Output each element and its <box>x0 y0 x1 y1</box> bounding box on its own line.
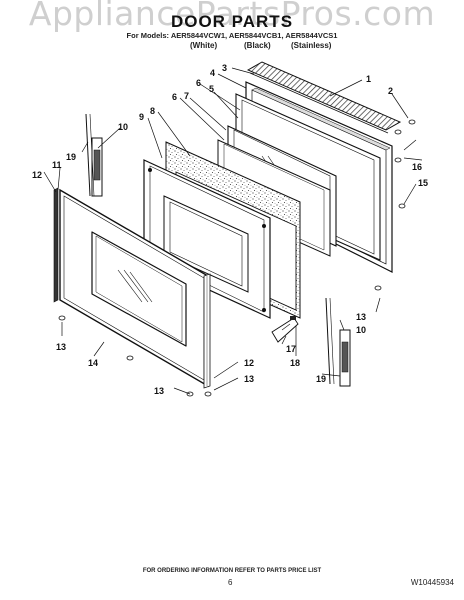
door-vent-trim <box>246 61 402 134</box>
bottom-trim <box>203 273 211 389</box>
door-bracket <box>271 316 299 343</box>
callout-8: 8 <box>150 106 155 116</box>
callout-13-right: 13 <box>356 312 366 322</box>
callout-17: 17 <box>286 344 296 354</box>
document-number: W10445934 <box>410 578 454 587</box>
callout-19-left: 19 <box>66 152 76 162</box>
callout-10-left: 10 <box>118 122 128 132</box>
callout-16: 16 <box>412 162 422 172</box>
callout-labels: 1 2 3 4 5 6 7 6 8 9 10 19 11 12 16 15 13… <box>32 63 428 396</box>
variant-white: (White) <box>190 41 218 50</box>
callout-5: 5 <box>209 84 214 94</box>
callout-1: 1 <box>366 74 371 84</box>
callout-3: 3 <box>222 63 227 73</box>
screws <box>58 119 416 397</box>
callout-19-right: 19 <box>316 374 326 384</box>
callout-15: 15 <box>418 178 428 188</box>
callout-18: 18 <box>290 358 300 368</box>
callout-11: 11 <box>52 160 62 170</box>
variant-black: (Black) <box>244 41 271 50</box>
callout-2: 2 <box>388 86 393 96</box>
ordering-note: FOR ORDERING INFORMATION REFER TO PARTS … <box>142 568 322 574</box>
callout-13-bottom-right: 13 <box>244 374 254 384</box>
callout-12-right: 12 <box>244 358 254 368</box>
callout-14: 14 <box>88 358 98 368</box>
callout-6-upper: 6 <box>196 78 201 88</box>
callout-10-right: 10 <box>356 325 366 335</box>
variant-stainless: (Stainless) <box>291 41 332 50</box>
watermark: AppliancePartsPros.com <box>28 0 436 33</box>
left-side-trim <box>53 187 59 303</box>
page-title: DOOR PARTS <box>170 12 294 31</box>
variant-labels: (White) (Black) (Stainless) <box>0 41 464 53</box>
callout-6-lower: 6 <box>172 92 177 102</box>
callout-4: 4 <box>210 68 215 78</box>
callout-12-left: 12 <box>32 170 42 180</box>
models-line: For Models: AER5844VCW1, AER5844VCB1, AE… <box>126 31 338 40</box>
page-number: 6 <box>228 578 233 587</box>
leader-lines <box>43 67 423 395</box>
callout-13-bottom: 13 <box>154 386 164 396</box>
callout-7: 7 <box>184 91 189 101</box>
door-hinge-right <box>325 297 351 387</box>
door-hinge-left <box>85 113 103 197</box>
callout-13-left: 13 <box>56 342 66 352</box>
inner-door-liner <box>143 159 271 319</box>
callout-9: 9 <box>139 112 144 122</box>
